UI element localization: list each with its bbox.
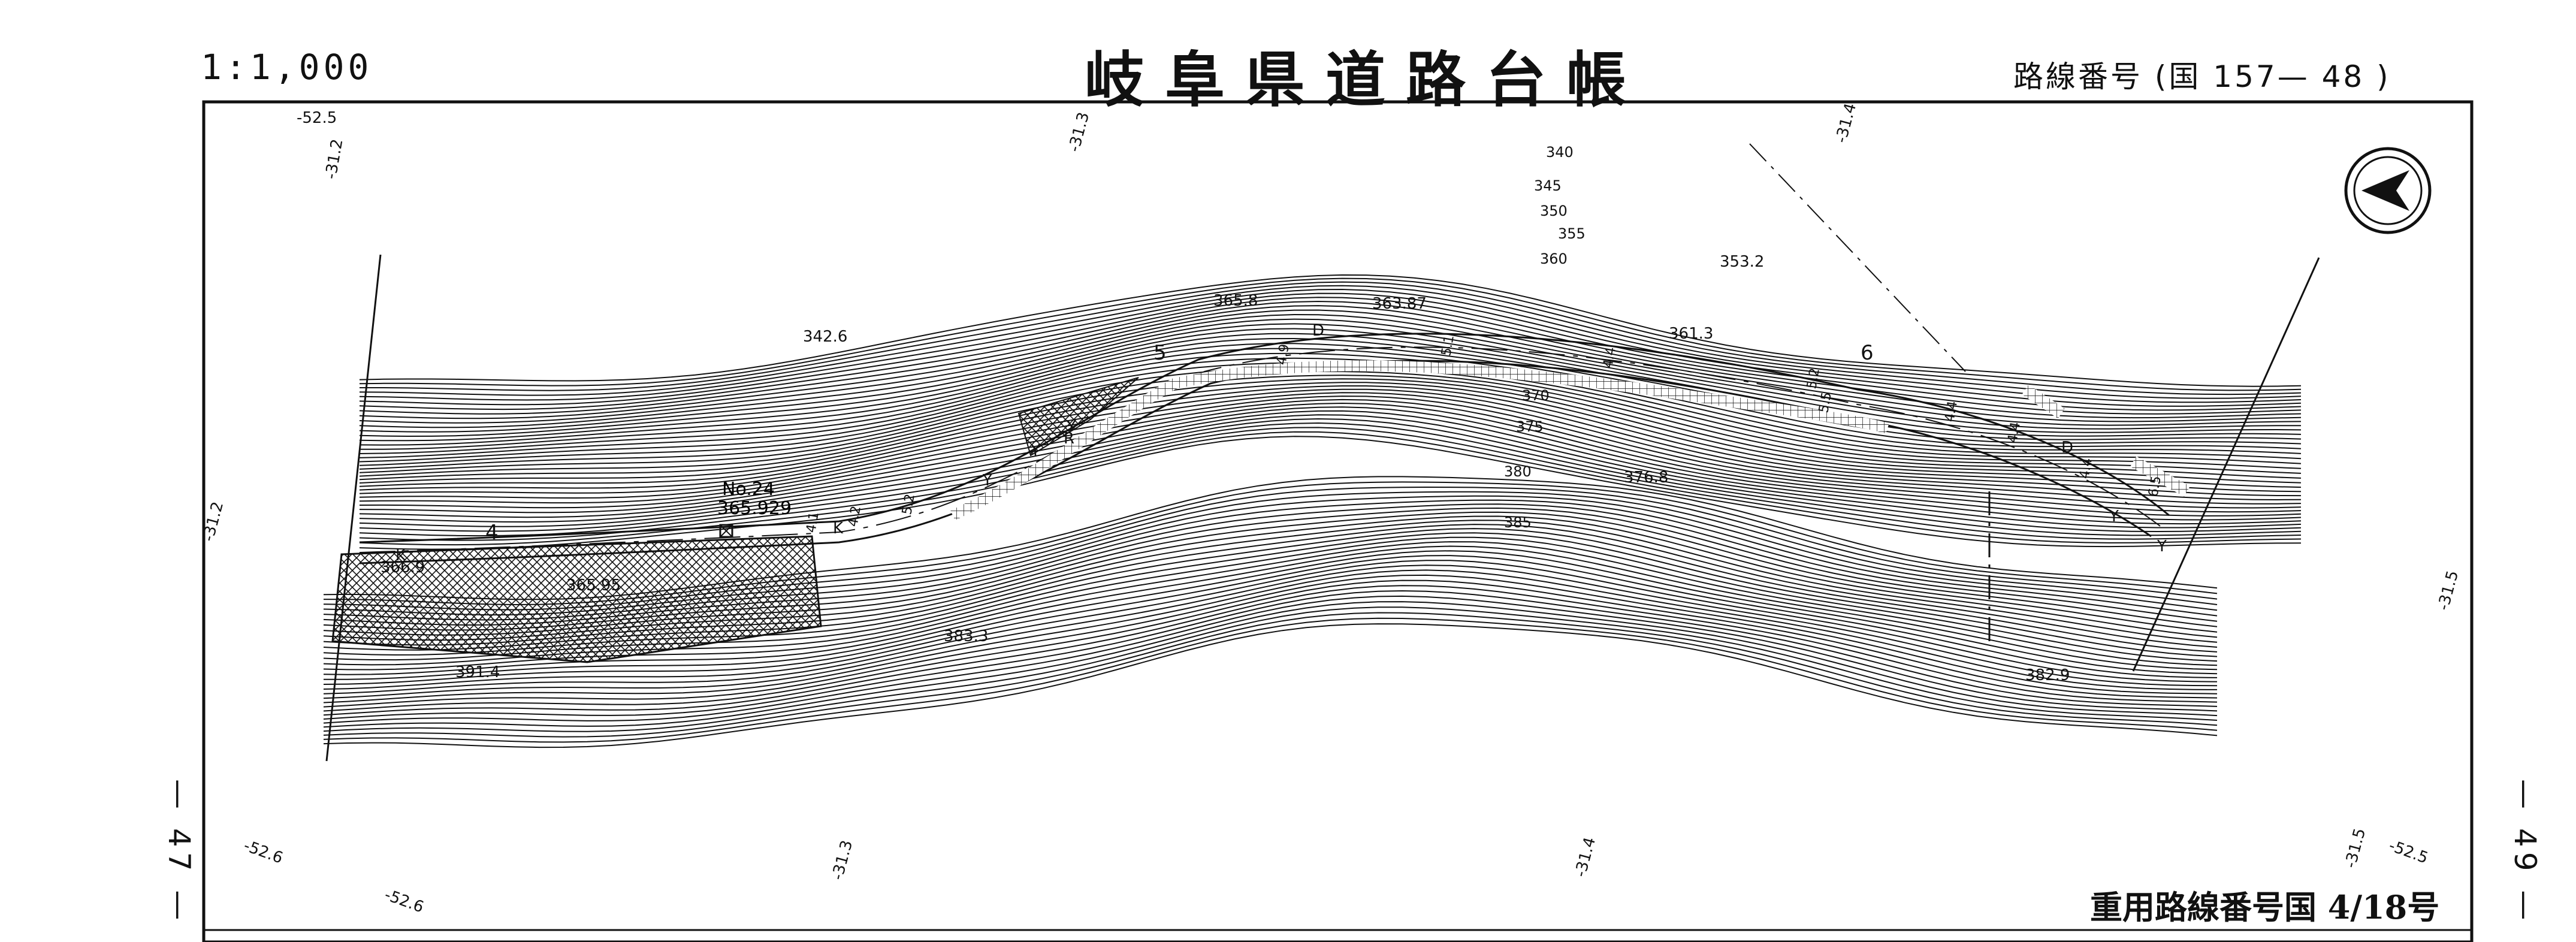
map-symbol: K bbox=[395, 547, 406, 564]
grid-label: -31.4 bbox=[1832, 101, 1860, 145]
contour-label: 345 bbox=[1534, 177, 1562, 194]
grid-label: -31.2 bbox=[322, 138, 346, 180]
map-symbol: R bbox=[1064, 430, 1074, 448]
map-symbol: Y bbox=[2109, 508, 2119, 526]
station-number: 5 bbox=[1153, 341, 1167, 365]
spot-height: 382.9 bbox=[2025, 666, 2070, 684]
benchmark-elevation: 365.929 bbox=[717, 498, 792, 519]
road-width: 5.2 bbox=[899, 493, 918, 516]
map-symbol: Y bbox=[1030, 442, 1040, 460]
spot-height: 383.3 bbox=[944, 627, 988, 645]
contour-label: 355 bbox=[1558, 225, 1586, 242]
neighbor-sheet-left: — 47 — bbox=[162, 779, 197, 925]
road-width: 4.1 bbox=[804, 511, 822, 534]
benchmark-icon bbox=[719, 524, 733, 538]
hatched-area bbox=[1017, 377, 1139, 457]
map-symbol: K bbox=[833, 520, 844, 538]
spot-height: 365.95 bbox=[566, 576, 621, 594]
grid-label: -52.5 bbox=[297, 109, 337, 127]
spot-height: 366.9 bbox=[380, 558, 425, 576]
road-width: 6.5 bbox=[2146, 475, 2164, 498]
grid-label: -31.3 bbox=[829, 838, 856, 882]
grid-label: -31.4 bbox=[1572, 835, 1599, 879]
road-centerline bbox=[359, 346, 2161, 553]
contour-label: 350 bbox=[1540, 203, 1568, 219]
road-width: 4.4 bbox=[1942, 400, 1961, 423]
hatched-area bbox=[331, 535, 822, 663]
road-width: 5.2 bbox=[1804, 367, 1823, 390]
grid-label: -52.6 bbox=[241, 837, 285, 867]
contour-label: 360 bbox=[1540, 250, 1568, 267]
road-width: 5.5 bbox=[1816, 391, 1835, 414]
contour-label: 385 bbox=[1504, 514, 1532, 531]
grid-label: -31.5 bbox=[2342, 826, 2369, 870]
sheet-edge-right bbox=[2132, 257, 2320, 672]
spot-height: 353.2 bbox=[1720, 253, 1764, 271]
spot-height: 376.8 bbox=[1624, 469, 1668, 487]
north-arrow-icon bbox=[2344, 147, 2432, 234]
road-width: 4.4 bbox=[1600, 346, 1619, 369]
road-width: 4.2 bbox=[845, 505, 864, 528]
sheet-edge-left bbox=[325, 254, 382, 762]
road-edge bbox=[359, 333, 2170, 544]
map-symbol: Y bbox=[1066, 418, 1076, 436]
station-number: 4 bbox=[485, 521, 499, 545]
contour-label: 375 bbox=[1516, 418, 1544, 435]
road-edge bbox=[359, 360, 2152, 564]
spot-height: 361.3 bbox=[1669, 325, 1713, 343]
neighbor-sheet-right: — 49 — bbox=[2508, 779, 2542, 925]
road-width: 4.4 bbox=[2077, 457, 2095, 480]
grid-label: -52.5 bbox=[2387, 837, 2430, 867]
map-frame bbox=[202, 100, 2474, 942]
map-scale: 1:1,000 bbox=[201, 47, 373, 87]
route-number: 路線番号 (国 157— 48 ) bbox=[2013, 59, 2391, 94]
spot-height: 363.87 bbox=[1372, 295, 1427, 313]
boundary-line bbox=[1749, 143, 1966, 372]
overlap-route-note: 重用路線番号国 4/18号 bbox=[2090, 888, 2440, 926]
map-symbol: D bbox=[2061, 439, 2073, 457]
grid-label: -31.5 bbox=[2435, 569, 2462, 612]
grid-label: -52.6 bbox=[382, 886, 426, 916]
station-number: 6 bbox=[1861, 341, 1874, 365]
road-width: 4.9 bbox=[1274, 343, 1292, 366]
retaining-wall bbox=[2022, 384, 2190, 497]
spot-height: 365.8 bbox=[1213, 292, 1258, 310]
map-symbol: Y bbox=[2157, 538, 2167, 555]
map-symbol: D bbox=[1312, 322, 1324, 340]
contour-label: 340 bbox=[1546, 144, 1574, 161]
benchmark-id: No.24 bbox=[722, 479, 775, 500]
road-width: 5.1 bbox=[1439, 334, 1457, 357]
spot-height: 342.6 bbox=[803, 328, 847, 346]
contour-label: 370 bbox=[1522, 387, 1550, 404]
road-width: 4.4 bbox=[2005, 421, 2024, 444]
contour-label: 380 bbox=[1504, 463, 1532, 480]
contour-lines bbox=[323, 274, 2302, 748]
map-symbol: Y bbox=[982, 472, 992, 490]
retaining-wall bbox=[950, 360, 1889, 521]
spot-height: 391.4 bbox=[455, 663, 500, 681]
grid-label: -31.3 bbox=[1065, 110, 1093, 154]
